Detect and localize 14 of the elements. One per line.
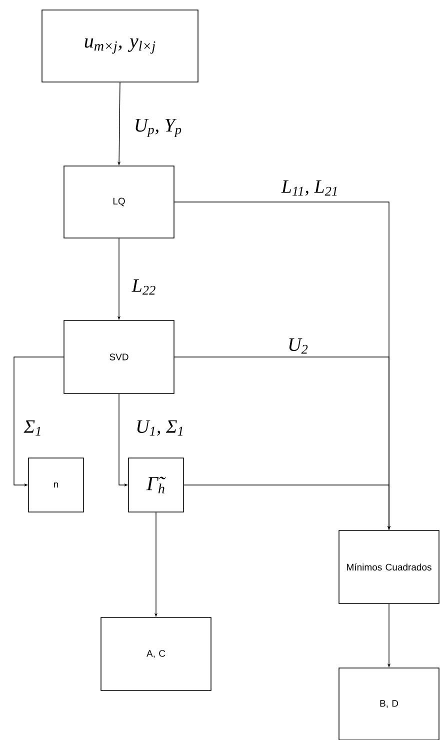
process-box: B, D [338, 668, 440, 740]
math-box: u$_{m×j}$, y$_{l×j}$ [42, 10, 198, 82]
process-box: n [28, 458, 84, 512]
edge-label: U$_{p}$, Y$_{p}$ [132, 118, 184, 138]
process-box: Mínimos Cuadrados [338, 530, 440, 604]
process-box: A, C [100, 617, 212, 691]
edge-label: L$_{22}$ [130, 278, 158, 296]
math-box: Γ̃$_{h}$ [128, 458, 184, 512]
process-box: LQ [64, 166, 174, 238]
edge-label: U$_{1}$, Σ$_{1}$ [134, 419, 186, 437]
process-box: SVD [64, 320, 174, 394]
edge-label: U$_{2}$ [286, 337, 310, 355]
edge-label: Σ$_{1}$ [22, 419, 44, 437]
edge-label: L$_{11}$, L$_{21}$ [280, 179, 340, 197]
